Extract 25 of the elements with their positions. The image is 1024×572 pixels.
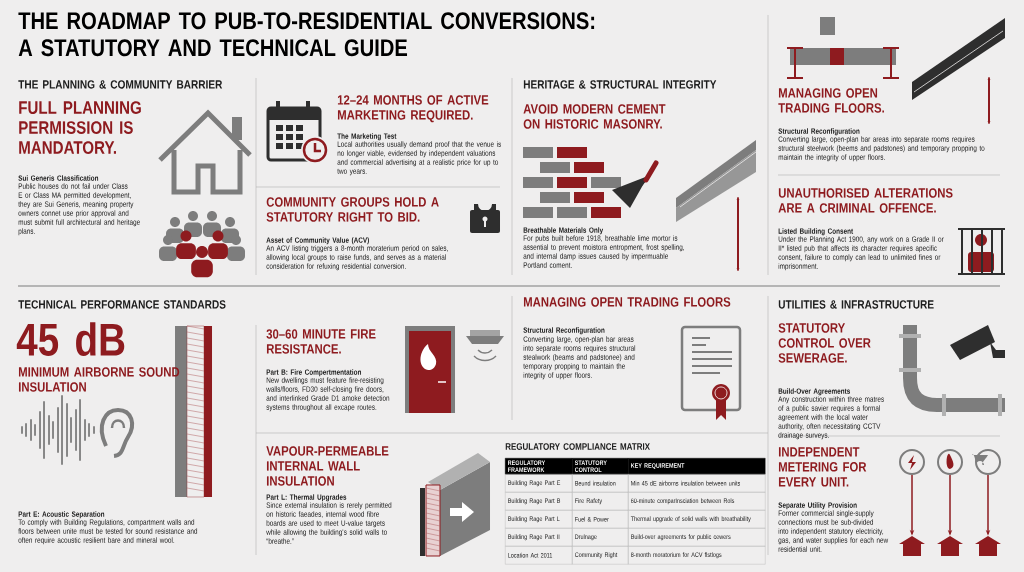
flame-icon — [937, 449, 963, 475]
headline: INDEPENDENT METERING FOR EVERY UNIT. — [778, 447, 867, 487]
headline: STATUTORY CONTROL OVER SEWERAGE. — [778, 323, 871, 363]
house-icon — [899, 536, 925, 556]
title: THE ROADMAP TO PUB-TO-RESIDENTIAL CONVERSIONS: A STATUTORY AND TECHNICAL GUIDE — [18, 12, 595, 57]
lightning-icon — [899, 449, 925, 475]
headline: 30–60 MINUTE FIRE RESISTANCE. — [266, 329, 376, 354]
section-heading: UTILITIES & INFRASTRUCTURE — [778, 300, 934, 309]
headline: MANAGING OPEN TRADING FLOORS — [523, 297, 731, 307]
headline: UNAUTHORISED ALTERATIONS ARE A CRIMINAL OFFENCE. — [778, 188, 953, 213]
headline: MINIMUM AIRBORNE SOUND INSULATION — [18, 367, 180, 392]
section-heading: HERITAGE & STRUCTURAL INTEGRITY — [523, 80, 717, 89]
section-heading: TECHNICAL PERFORMANCE STANDARDS — [18, 300, 226, 309]
headline: AVOID MODERN CEMENT ON HISTORIC MASONRY. — [523, 104, 666, 129]
big-number: 45 dB — [16, 322, 125, 356]
water-drop-icon — [972, 449, 1001, 475]
house-icon — [937, 536, 963, 556]
table-title: REGULATORY COMPLIANCE MATRIX — [505, 443, 650, 450]
headline: FULL PLANNING PERMISSION IS MANDATORY. — [19, 101, 141, 154]
headline: MANAGING OPEN TRADING FLOORS. — [778, 88, 884, 113]
house-icon — [975, 536, 1001, 556]
headline: 12–24 MONTHS OF ACTIVE MARKETING REQUIRED. — [337, 95, 489, 123]
headline: COMMUNITY GROUPS HOLD A STATUTORY RIGHT TO BID. — [266, 197, 439, 222]
headline: VAPOUR-PERMEABLE INTERNAL WALL INSULATION — [266, 446, 389, 486]
section-heading: THE PLANNING & COMMUNITY BARRIER — [18, 80, 223, 89]
